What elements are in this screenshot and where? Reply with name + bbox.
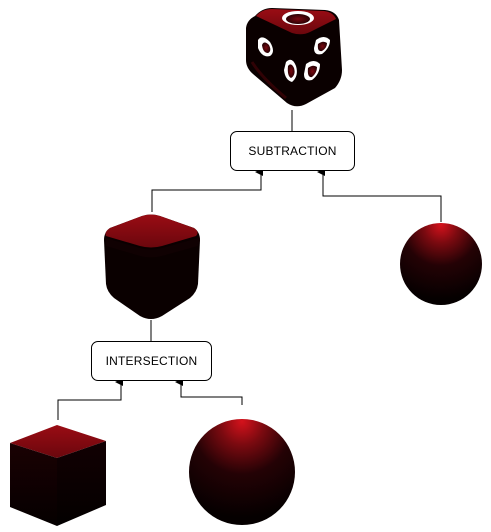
hollowed-cube-shape [246,8,342,107]
rounded-cube-shape [104,214,200,319]
connector-sphere-subtraction [317,168,442,222]
connector-cube-intersection [57,378,123,420]
connector-sphere2-intersection [175,378,243,405]
intersection-node: INTERSECTION [91,341,212,381]
subtraction-node: SUBTRACTION [230,131,355,171]
sphere-shape-bottom [189,419,295,525]
subtraction-label: SUBTRACTION [248,144,337,158]
cube-shape [10,425,106,526]
connector-roundedcube-subtraction [151,168,263,212]
sphere-shape-right [400,223,482,305]
intersection-label: INTERSECTION [105,354,198,368]
connectors [57,110,442,420]
